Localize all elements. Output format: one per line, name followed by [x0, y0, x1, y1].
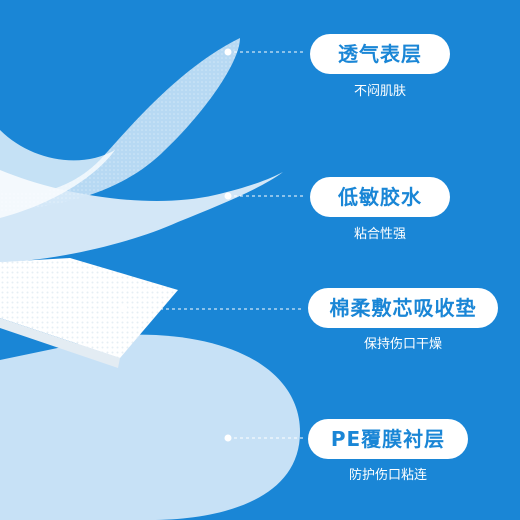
marker-dot-4: [224, 434, 232, 442]
layer-subtitle: 粘合性强: [353, 227, 406, 242]
marker-dot-1: [224, 48, 232, 56]
pe-liner-layer: [0, 334, 300, 520]
cotton-pad-layer: [0, 258, 178, 358]
layer-title-pill: 棉柔敷芯吸收垫: [308, 288, 498, 328]
layer-subtitle: 防护伤口粘连: [348, 468, 427, 483]
layer-title-pill: 低敏胶水: [310, 177, 450, 217]
layer-title-pill: PE覆膜衬层: [308, 419, 468, 459]
layer-subtitle: 保持伤口干燥: [363, 337, 442, 352]
breathable-top-texture: [0, 38, 240, 212]
layer-title-pill: 透气表层: [310, 34, 450, 74]
cotton-pad-edge: [0, 318, 120, 368]
marker-dot-3: [120, 305, 128, 313]
marker-dot-2: [224, 192, 232, 200]
white-wrap-layer: [0, 130, 115, 218]
layer-subtitle: 不闷肌肤: [353, 84, 406, 99]
